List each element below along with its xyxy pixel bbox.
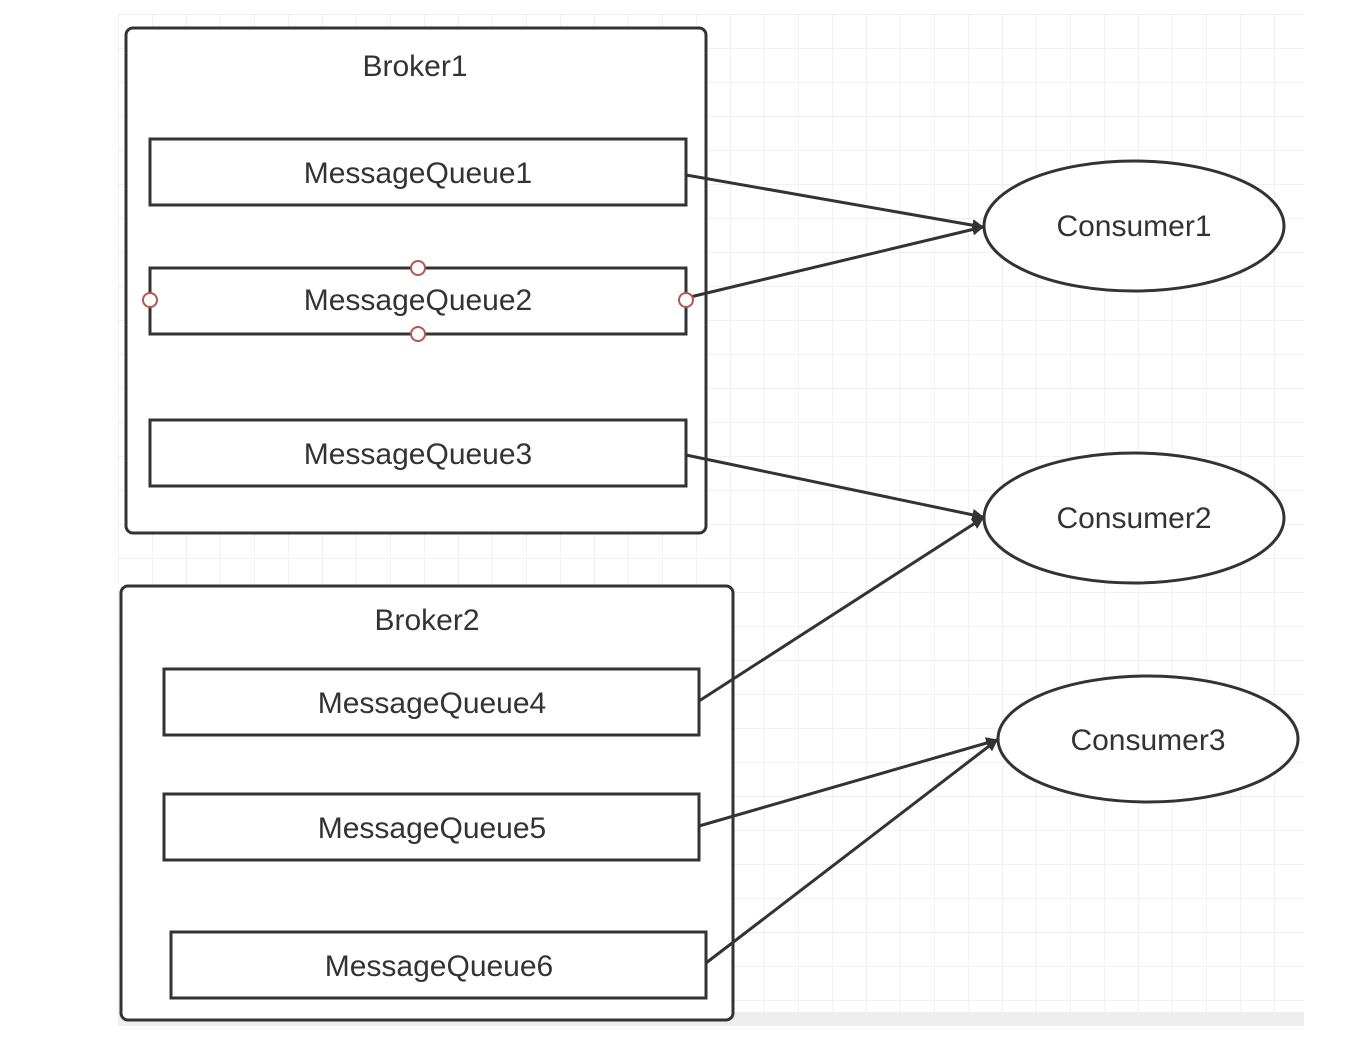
edge-mq2-consumer1[interactable] (685, 223, 985, 300)
edge-mq4-consumer2[interactable] (698, 516, 985, 703)
message-queue-1-box[interactable] (148, 137, 688, 207)
message-queue-5[interactable]: MessageQueue5 (162, 792, 701, 862)
selection-handles (142, 260, 694, 342)
message-queue-3-label: MessageQueue3 (304, 438, 533, 471)
consumer-3-label: Consumer3 (1070, 724, 1225, 757)
edge-mq3-consumer2[interactable] (685, 453, 985, 521)
consumer-2-label: Consumer2 (1056, 502, 1211, 535)
message-queue-4-label: MessageQueue4 (318, 687, 547, 720)
message-queue-1-label: MessageQueue1 (304, 157, 533, 190)
message-queue-5-label: MessageQueue5 (318, 812, 547, 845)
message-queue-5-box[interactable] (162, 792, 701, 862)
consumer-1[interactable]: Consumer1 (982, 159, 1286, 293)
message-queue-2-label: MessageQueue2 (304, 284, 533, 317)
consumer-3[interactable]: Consumer3 (996, 674, 1300, 804)
message-queue-4-box[interactable] (162, 667, 701, 737)
message-queue-3[interactable]: MessageQueue3 (148, 418, 688, 488)
edge-mq5-consumer3[interactable] (698, 737, 999, 828)
message-queue-4[interactable]: MessageQueue4 (162, 667, 701, 737)
broker-1-label: Broker1 (362, 50, 467, 83)
message-queue-2[interactable]: MessageQueue2 (148, 266, 688, 336)
connections (685, 173, 999, 965)
message-queue-1[interactable]: MessageQueue1 (148, 137, 688, 207)
message-queue-3-box[interactable] (148, 418, 688, 488)
resize-handle-top[interactable] (410, 260, 426, 276)
message-queue-6[interactable]: MessageQueue6 (169, 930, 708, 1000)
resize-handle-right[interactable] (678, 292, 694, 308)
broker-2-label: Broker2 (374, 604, 479, 637)
resize-handle-bottom[interactable] (410, 326, 426, 342)
edge-mq1-consumer1[interactable] (685, 173, 985, 232)
consumer-1-label: Consumer1 (1056, 210, 1211, 243)
resize-handle-left[interactable] (142, 292, 158, 308)
edge-mq6-consumer3[interactable] (705, 738, 998, 965)
message-queue-6-label: MessageQueue6 (325, 950, 554, 983)
message-queue-6-box[interactable] (169, 930, 708, 1000)
consumer-2[interactable]: Consumer2 (982, 451, 1286, 585)
